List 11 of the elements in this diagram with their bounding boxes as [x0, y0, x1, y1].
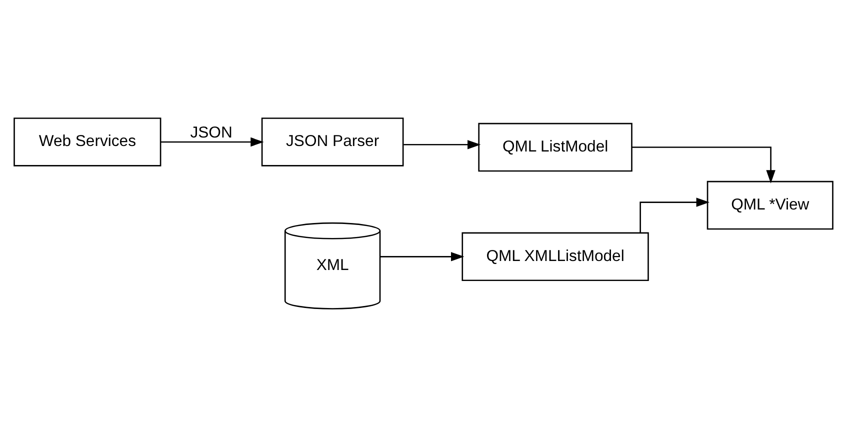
arrow: [640, 197, 710, 232]
node-box: QML *View: [706, 180, 834, 230]
arrow: [632, 146, 776, 183]
arrow: [380, 252, 464, 261]
node-box: QML XMLListModel: [462, 232, 649, 281]
edge-label: JSON: [190, 124, 232, 142]
node-box: Web Services: [14, 117, 162, 166]
arrow: [404, 140, 481, 149]
node-box: JSON Parser: [261, 117, 404, 166]
node-box: QML ListModel: [478, 122, 632, 172]
arrow: [160, 136, 264, 146]
